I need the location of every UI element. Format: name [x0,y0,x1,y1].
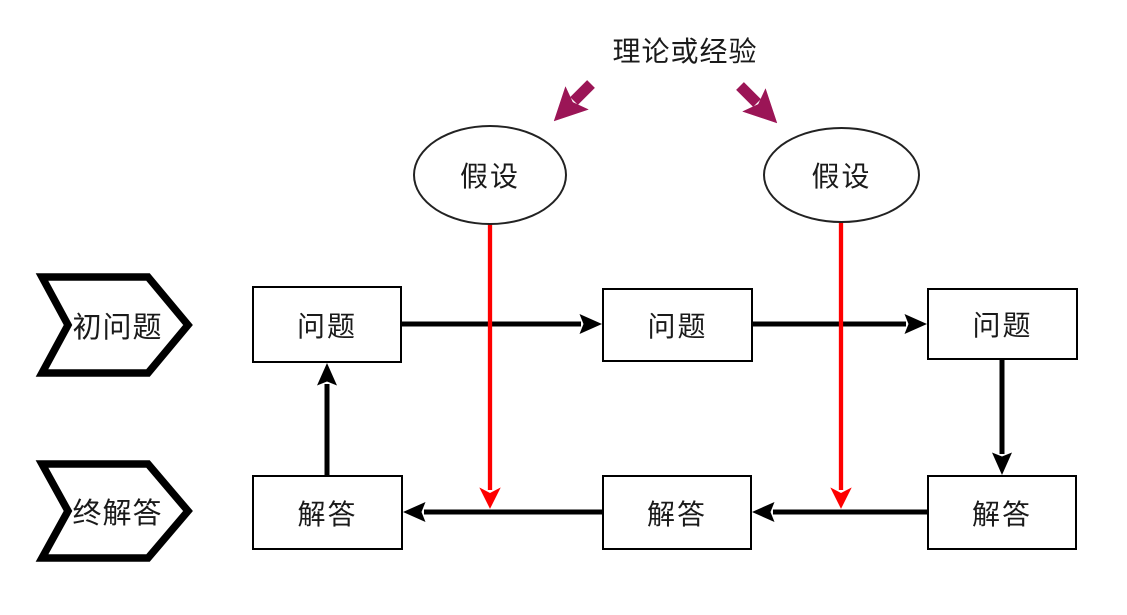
problem-label-1: 问题 [296,309,357,343]
hypothesis-ellipse-2: 假设 [763,127,920,223]
answer-label-2: 解答 [646,497,707,531]
answer-label-3: 解答 [971,497,1032,531]
answer-label-1: 解答 [297,497,358,531]
problem-label-3: 问题 [972,309,1033,342]
hypothesis-ellipse-1: 假设 [413,125,567,225]
problem-box-2: 问题 [602,288,753,362]
problem-box-1: 问题 [252,286,402,363]
initial-problem-label: 初问题 [72,310,163,344]
hypothesis-label-2: 假设 [811,160,872,193]
initial-problem-chevron [35,273,193,377]
final-answer-label: 终解答 [72,496,163,530]
problem-label-2: 问题 [647,310,708,343]
arrow-theory-to-hypothesis2 [736,82,778,124]
arrow-theory-to-hypothesis1 [553,80,595,122]
problem-box-3: 问题 [927,288,1078,360]
theory-label: 理论或经验 [612,35,758,68]
answer-box-2: 解答 [602,475,752,550]
final-answer-chevron [35,460,193,562]
answer-box-1: 解答 [252,475,403,550]
hypothesis-label-1: 假设 [459,160,520,193]
answer-box-3: 解答 [927,475,1077,550]
